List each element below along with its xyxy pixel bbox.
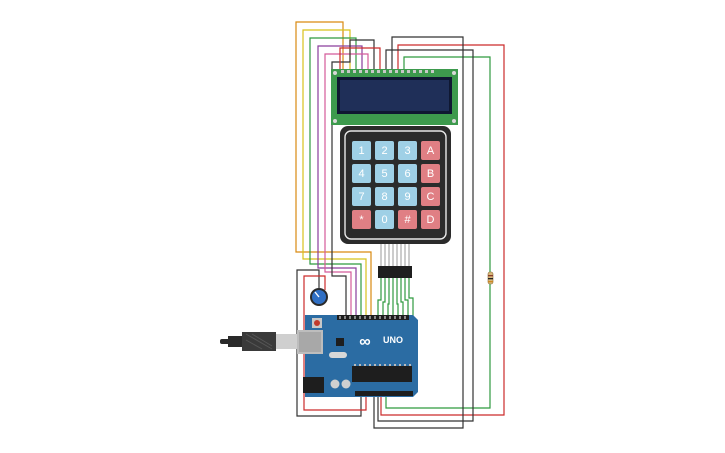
keypad-key-14[interactable]: # [398, 210, 417, 229]
keypad-key-0[interactable]: 1 [352, 141, 371, 160]
lcd-header-pins [341, 70, 434, 73]
arduino-uno[interactable]: ∞ UNO [297, 315, 418, 397]
keypad-key-8[interactable]: 7 [352, 187, 371, 206]
keypad-key-label: A [427, 145, 435, 157]
keypad-key-5[interactable]: 5 [375, 164, 394, 183]
keypad-key-10[interactable]: 9 [398, 187, 417, 206]
wire-yellow-left[interactable] [302, 29, 367, 318]
arduino-model-label: UNO [383, 335, 403, 345]
keypad-key-4[interactable]: 4 [352, 164, 371, 183]
wire-green-left[interactable] [309, 37, 362, 318]
keypad-key-label: D [427, 214, 435, 226]
keypad-ribbon-wires [377, 278, 414, 318]
keypad-key-7[interactable]: B [421, 164, 440, 183]
wire-green-right[interactable] [385, 56, 491, 409]
wire-black-right-1[interactable] [373, 36, 464, 429]
keypad-key-label: # [404, 214, 411, 226]
keypad-key-11[interactable]: C [421, 187, 440, 206]
wire-red-top[interactable] [339, 47, 381, 72]
keypad-key-label: 5 [381, 168, 387, 180]
keypad-key-label: 7 [358, 191, 364, 203]
keypad[interactable]: 1 2 3 A 4 5 6 B 7 8 9 C * 0 # D [340, 126, 451, 244]
keypad-keys: 1 2 3 A 4 5 6 B 7 8 9 C * 0 # D [352, 141, 440, 229]
lcd-display[interactable] [331, 69, 458, 125]
keypad-key-label: B [427, 168, 434, 180]
keypad-key-12[interactable]: * [352, 210, 371, 229]
keypad-key-6[interactable]: 6 [398, 164, 417, 183]
wire-pink-left[interactable] [324, 53, 369, 318]
keypad-key-15[interactable]: D [421, 210, 440, 229]
keypad-key-9[interactable]: 8 [375, 187, 394, 206]
keypad-key-13[interactable]: 0 [375, 210, 394, 229]
wire-black-top[interactable] [331, 39, 375, 318]
resistor[interactable] [487, 271, 494, 285]
keypad-connector [378, 244, 412, 278]
arduino-brand-mark: ∞ [359, 334, 370, 351]
keypad-key-3[interactable]: A [421, 141, 440, 160]
keypad-key-label: 3 [404, 145, 410, 157]
keypad-key-label: 6 [404, 168, 410, 180]
keypad-key-label: * [359, 214, 364, 226]
keypad-key-1[interactable]: 2 [375, 141, 394, 160]
wire-purple-left[interactable] [317, 45, 363, 318]
lcd-screen [340, 80, 449, 111]
keypad-key-label: C [427, 191, 435, 203]
keypad-key-2[interactable]: 3 [398, 141, 417, 160]
keypad-key-label: 1 [358, 145, 364, 157]
keypad-key-label: 2 [381, 145, 387, 157]
keypad-key-label: 8 [381, 191, 387, 203]
wire-black-right-2[interactable] [377, 49, 474, 422]
keypad-key-label: 9 [404, 191, 410, 203]
keypad-key-label: 0 [381, 214, 387, 226]
potentiometer[interactable] [310, 288, 328, 306]
keypad-key-label: 4 [358, 168, 364, 180]
